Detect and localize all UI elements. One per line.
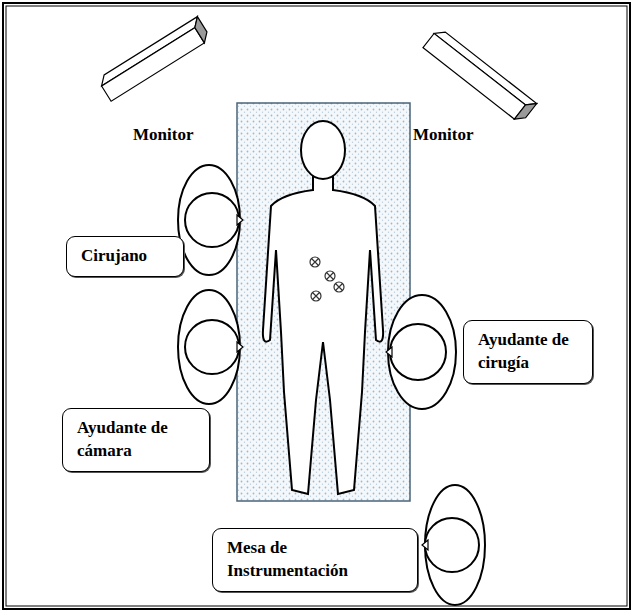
monitor-right [423,27,537,124]
monitor-label: Monitor [413,124,473,147]
staff-figures [178,165,485,605]
surgeon-figure [178,165,243,275]
surgical-assistant-figure [386,295,456,409]
patient-figure [263,121,383,494]
monitor-left [97,17,211,102]
role-box: Mesa de Instrumentación [212,528,418,592]
role-label: Cirujano [81,245,171,268]
frame [3,3,630,609]
role-box: Cirujano [66,236,184,277]
role-label: Mesa de Instrumentación [227,537,405,583]
instrument-table-figure [422,485,485,605]
role-label: Ayudante de cirugía [478,329,580,375]
trocar-ports [310,257,344,301]
operating-table [237,103,410,501]
monitor-label: Monitor [133,124,193,147]
frame-inner [6,6,627,606]
role-label: Ayudante de cámara [77,417,197,463]
role-box: Ayudante de cirugía [463,320,593,384]
camera-assistant-figure [178,290,243,404]
role-box: Ayudante de cámara [62,408,210,472]
